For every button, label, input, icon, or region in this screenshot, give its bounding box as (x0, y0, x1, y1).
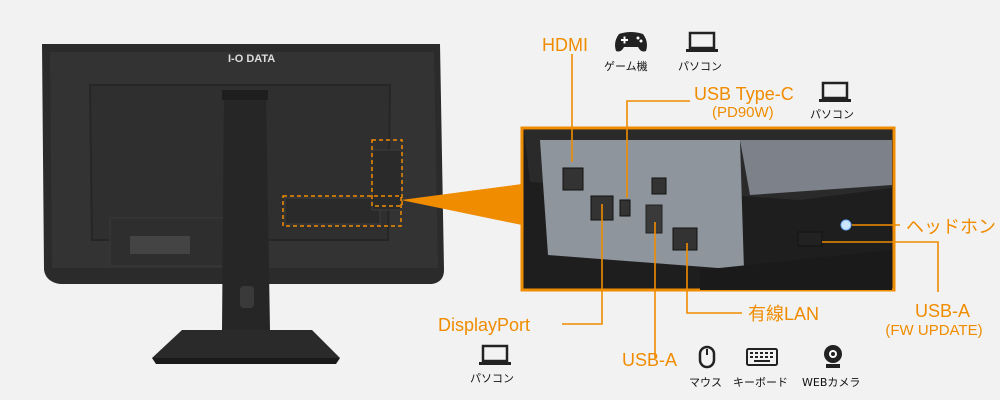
connector-lines (562, 54, 939, 358)
displayport-label: DisplayPort (438, 315, 531, 335)
callout-wedge (401, 184, 522, 225)
brand-logo-text: I-O DATA (228, 53, 275, 65)
monitor-stand (152, 90, 340, 364)
usbc-sublabel: (PD90W) (712, 104, 774, 121)
dp-pc-label: パソコン (470, 372, 514, 385)
mouse-icon (698, 345, 716, 369)
usbc-pc-label: パソコン (810, 108, 854, 121)
laptop-icon (479, 344, 511, 365)
usba-label: USB-A (622, 350, 678, 370)
side-port-highlight (371, 139, 403, 207)
usba-fw-label: USB-A (915, 301, 971, 321)
usbc-label: USB Type-C (694, 84, 794, 104)
usba-fw-sublabel: (FW UPDATE) (885, 322, 983, 339)
zoom-panel (520, 126, 896, 292)
usba-mouse-label: マウス (689, 376, 722, 389)
hdmi-pc-label: パソコン (678, 60, 722, 73)
headphone-label: ヘッドホン (906, 217, 996, 237)
game-controller-icon (615, 32, 647, 52)
laptop-icon (686, 31, 718, 52)
lan-label: 有線LAN (748, 304, 820, 324)
usba-keyboard-label: キーボード (733, 376, 788, 389)
hdmi-label: HDMI (542, 35, 588, 55)
laptop-icon (819, 81, 851, 102)
hdmi-game-label: ゲーム機 (604, 60, 648, 73)
webcam-icon (824, 345, 842, 368)
monitor-back (42, 44, 444, 284)
usba-webcam-label: WEBカメラ (802, 376, 861, 389)
port-area-highlight (282, 195, 402, 227)
keyboard-icon (746, 348, 778, 366)
